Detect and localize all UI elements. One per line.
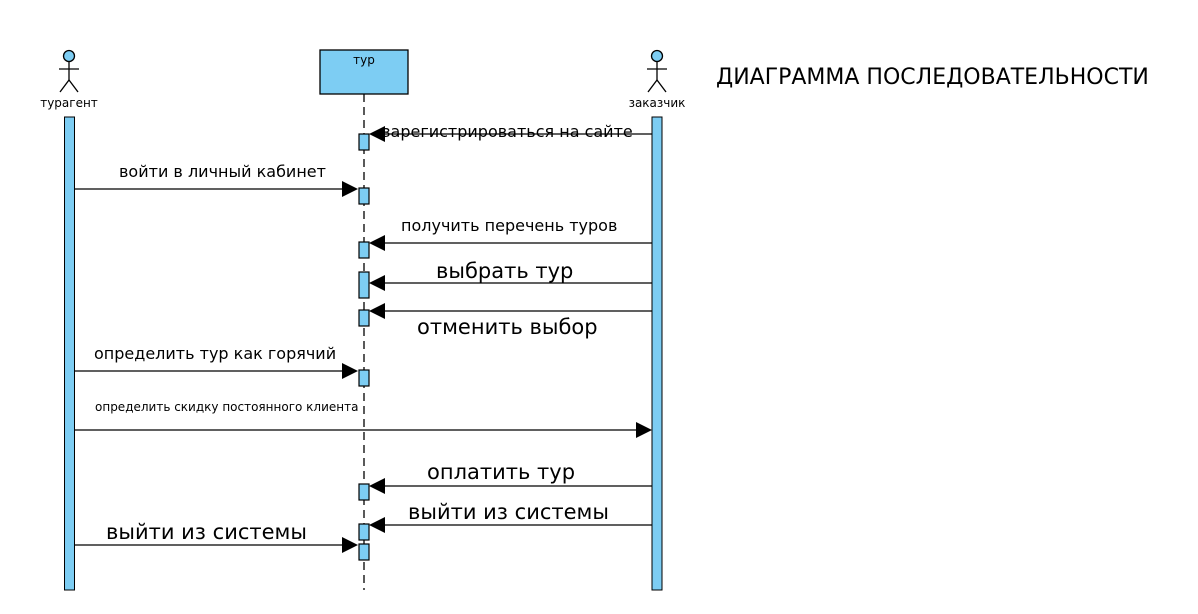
activations-tour [358, 133, 370, 561]
arrowhead-icon [369, 275, 385, 291]
activation-box [358, 271, 370, 299]
message-get-tours: получить перечень туров [369, 216, 652, 251]
message-label: оплатить тур [427, 460, 575, 484]
arrowhead-icon [369, 235, 385, 251]
diagram-title: ДИАГРАММА ПОСЛЕДОВАТЕЛЬНОСТИ [716, 65, 1149, 90]
lifeline-bar-customer [651, 116, 663, 591]
arrowhead-icon [342, 363, 358, 379]
message-pay-tour: оплатить тур [369, 460, 652, 494]
object-box-tour [319, 49, 409, 95]
message-label: получить перечень туров [401, 216, 617, 235]
activation-box [358, 309, 370, 327]
arrowhead-icon [369, 126, 385, 142]
actor-label-turagent: турагент [40, 96, 98, 110]
message-label: определить тур как горячий [94, 344, 336, 363]
message-label: выйти из системы [106, 520, 307, 544]
message-discount: определить скидку постоянного клиента [75, 400, 652, 438]
actor-turagent: турагент [40, 49, 98, 591]
lifeline-bar-turagent [64, 116, 75, 591]
object-tour: тур [319, 49, 409, 590]
message-label: зарегистрироваться на сайте [382, 122, 633, 141]
message-label: определить скидку постоянного клиента [95, 400, 358, 414]
message-label: выбрать тур [436, 259, 573, 283]
message-logout-turagent: выйти из системы [75, 520, 358, 553]
actor-customer: заказчик [629, 49, 686, 591]
message-cancel-choice: отменить выбор [369, 303, 652, 339]
arrowhead-icon [369, 303, 385, 319]
activation-box [358, 187, 370, 205]
activation-box [358, 241, 370, 259]
message-logout-customer: выйти из системы [369, 500, 652, 533]
arrowhead-icon [369, 478, 385, 494]
arrowhead-icon [342, 181, 358, 197]
activation-box [358, 483, 370, 501]
activation-box [358, 369, 370, 387]
arrowhead-icon [636, 422, 652, 438]
actor-stick-figure-icon [59, 49, 79, 93]
activation-box [358, 133, 370, 151]
message-label: выйти из системы [408, 500, 609, 524]
arrowhead-icon [342, 537, 358, 553]
message-label: отменить выбор [417, 315, 598, 339]
activation-box [358, 543, 370, 561]
activation-box [358, 523, 370, 541]
message-mark-hot: определить тур как горячий [75, 344, 358, 379]
arrowhead-icon [369, 517, 385, 533]
message-choose-tour: выбрать тур [369, 259, 652, 291]
actor-stick-figure-icon [647, 49, 667, 93]
message-register: зарегистрироваться на сайте [369, 122, 652, 142]
object-label-tour: тур [353, 53, 375, 67]
actor-label-customer: заказчик [629, 96, 686, 110]
message-login: войти в личный кабинет [75, 162, 358, 197]
message-label: войти в личный кабинет [119, 162, 326, 181]
